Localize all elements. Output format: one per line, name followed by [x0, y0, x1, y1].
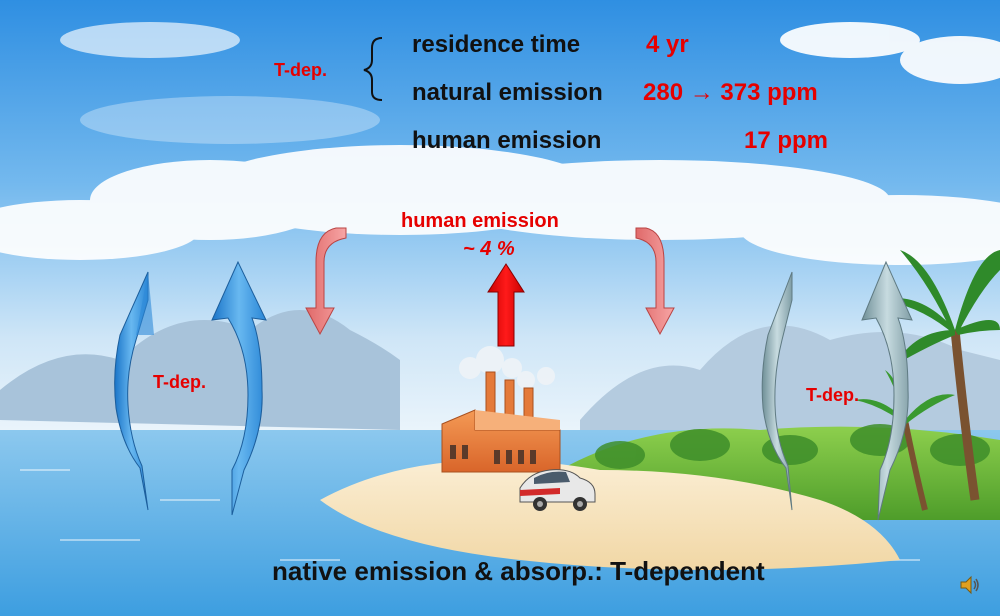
palm-tree-icon: [880, 250, 1000, 501]
left-cycle-label: T-dep.: [153, 372, 206, 392]
speaker-icon[interactable]: [958, 574, 980, 596]
row-human-label: human emission: [412, 127, 602, 154]
mountains-left: [0, 310, 400, 430]
right-pink-arrow: [635, 227, 675, 336]
row-natural-value: 280 → 373 ppm: [643, 79, 818, 106]
brace: [363, 37, 383, 101]
brace-label: T-dep.: [274, 60, 327, 80]
car-icon: [519, 469, 596, 511]
center-percent: ~ 4 %: [463, 238, 515, 260]
caption: native emission & absorp.: T-dependent: [272, 556, 765, 586]
left-cycle-arrows: [114, 260, 267, 516]
factory-icon: [441, 371, 561, 473]
red-up-arrow: [487, 263, 525, 347]
row-natural-label: natural emission: [412, 79, 603, 106]
row-human-value: 17 ppm: [744, 127, 829, 154]
sand-beach: [320, 460, 900, 570]
smoke: [459, 346, 555, 389]
row-residence-label: residence time: [412, 31, 581, 58]
row-residence-value: 4 yr: [646, 31, 689, 58]
right-cycle-label: T-dep.: [806, 385, 859, 405]
right-cycle-arrows: [761, 260, 913, 521]
clouds: [0, 22, 1000, 265]
left-pink-arrow: [305, 227, 347, 336]
center-label: human emission: [401, 210, 559, 232]
